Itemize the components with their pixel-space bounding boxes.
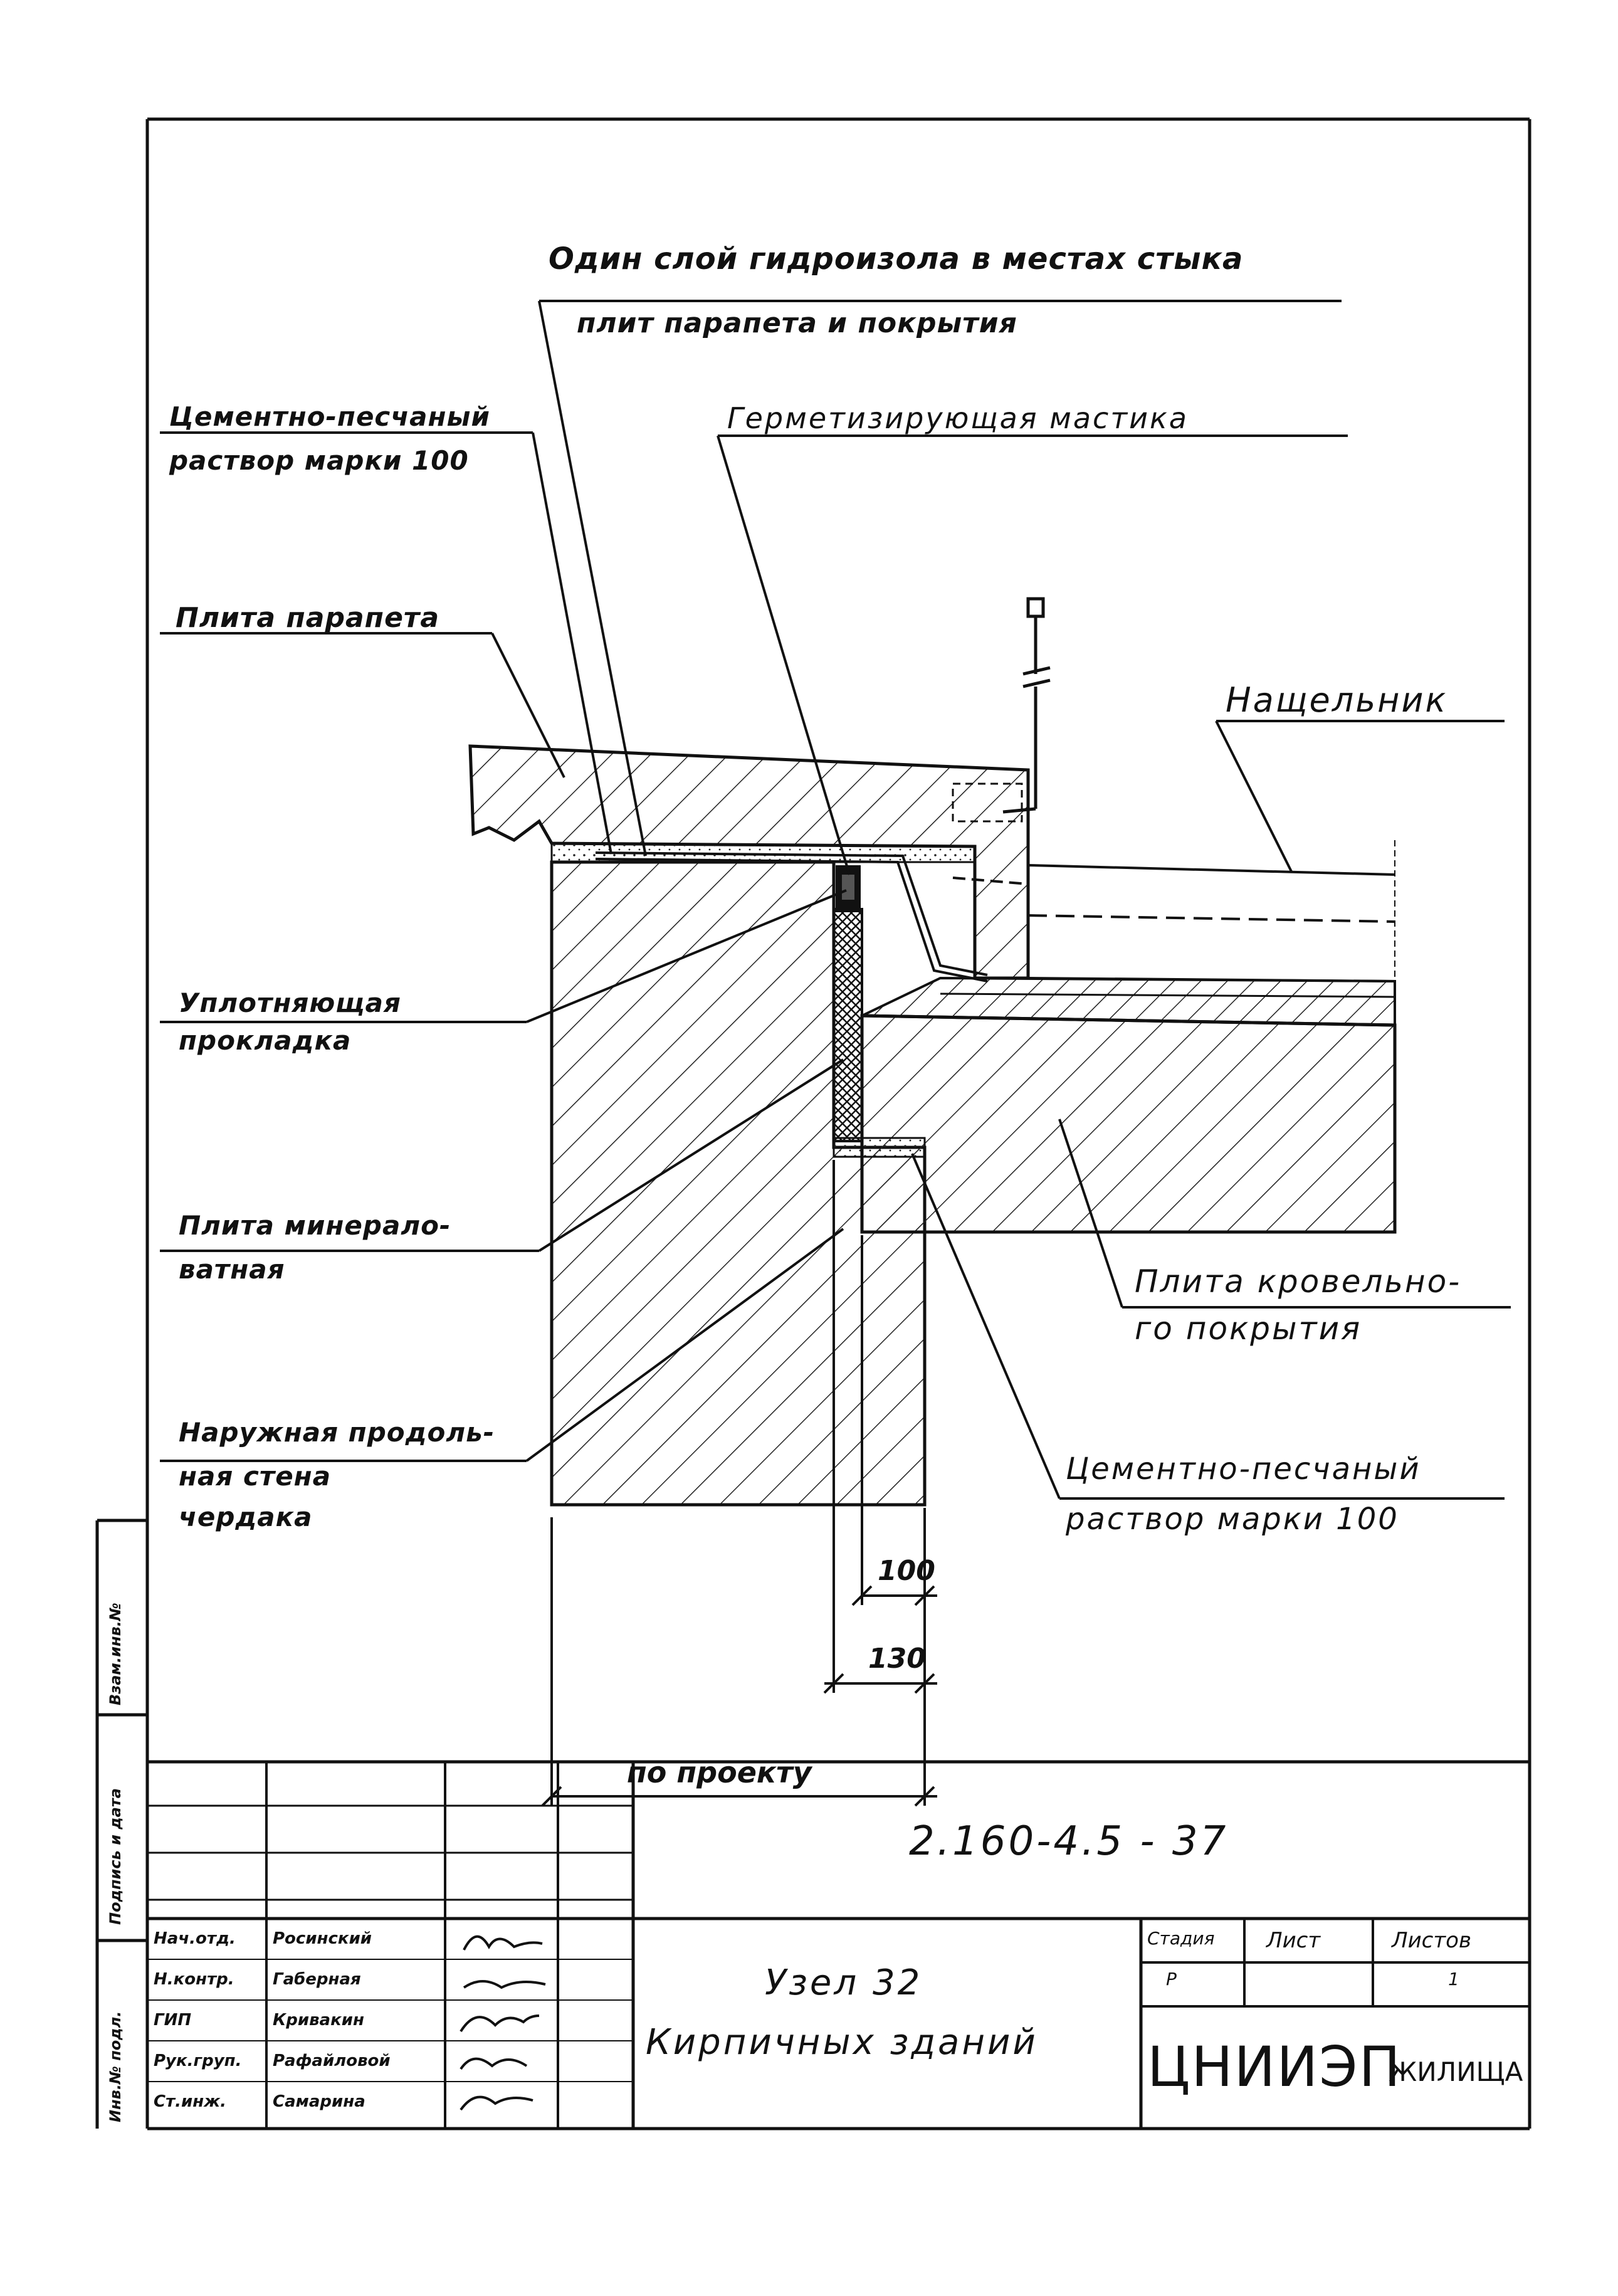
label-mineral-line2: ватная xyxy=(179,1254,285,1285)
label-wall-line3: чердака xyxy=(179,1502,313,1532)
roof-slab xyxy=(860,976,1397,1234)
label-mastic: Герметизирующая мастика xyxy=(727,401,1189,435)
dimension-100: 100 xyxy=(878,1555,935,1587)
flashing-strip xyxy=(952,840,1395,1229)
org-logo-sub: ЖИЛИЩА xyxy=(1389,2056,1523,2087)
label-mortar-bot-line2: раствор марки 100 xyxy=(1066,1502,1399,1537)
signatures xyxy=(460,1935,546,2111)
side-stamp-inv-no: Инв.№ подл. xyxy=(107,2011,124,2122)
label-wall-line1: Наружная продоль- xyxy=(179,1417,495,1448)
label-hydro-line1: Один слой гидроизола в местах стыка xyxy=(549,241,1244,276)
title-block-grid xyxy=(147,1760,1530,2129)
org-logo-main: ЦНИИЭП xyxy=(1147,2035,1402,2099)
label-mortar-top-line1: Цементно-песчаный xyxy=(169,401,490,432)
mortar-bed-bottom xyxy=(833,1137,926,1158)
label-roof-slab-line1: Плита кровельно- xyxy=(1135,1263,1462,1300)
staff-name-5: Самарина xyxy=(273,2092,365,2111)
sheet-header: Лист xyxy=(1266,1928,1321,1953)
label-parapet-slab: Плита парапета xyxy=(176,602,440,634)
waterproofing-layer xyxy=(595,851,988,982)
staff-role-1: Нач.отд. xyxy=(154,1929,236,1948)
label-flashing: Нащельник xyxy=(1226,680,1448,720)
stage-header: Стадия xyxy=(1147,1928,1215,1949)
label-hydro-line2: плит парапета и покрытия xyxy=(577,307,1017,339)
anchor-bolt xyxy=(1002,597,1051,814)
mineral-wool-strip xyxy=(833,908,863,1142)
staff-name-4: Рафайловой xyxy=(273,2051,391,2070)
sheets-value: 1 xyxy=(1448,1969,1459,1989)
staff-name-2: Габерная xyxy=(273,1970,361,1989)
sheet-frame xyxy=(95,117,1531,2130)
leader-lines xyxy=(160,300,1511,1500)
label-seal-line1: Уплотняющая xyxy=(179,987,401,1018)
sheets-header: Листов xyxy=(1392,1928,1472,1953)
dimension-130: 130 xyxy=(868,1643,926,1675)
side-stamp-replace-inv: Взам.инв.№ xyxy=(107,1603,124,1705)
label-mortar-bot-line1: Цементно-песчаный xyxy=(1066,1451,1421,1487)
label-roof-slab-line2: го покрытия xyxy=(1135,1310,1362,1347)
dimension-by-project: по проекту xyxy=(627,1756,812,1789)
staff-role-2: Н.контр. xyxy=(154,1970,234,1989)
staff-name-3: Кривакин xyxy=(273,2011,364,2030)
dimension-lines xyxy=(541,1160,937,1807)
staff-name-1: Росинский xyxy=(273,1929,372,1948)
title-line1: Узел 32 xyxy=(765,1962,923,2003)
label-seal-line2: прокладка xyxy=(179,1025,352,1056)
stage-value: Р xyxy=(1166,1969,1177,1989)
parapet-slab xyxy=(468,744,1030,980)
side-stamp-sign-date: Подпись и дата xyxy=(107,1788,124,1925)
label-mortar-top-line2: раствор марки 100 xyxy=(169,445,469,476)
drawing-code: 2.160-4.5 - 37 xyxy=(909,1818,1229,1865)
staff-role-5: Ст.инж. xyxy=(154,2092,226,2111)
label-mineral-line1: Плита минерало- xyxy=(179,1210,451,1241)
staff-role-3: ГИП xyxy=(154,2011,192,2030)
staff-role-4: Рук.груп. xyxy=(154,2051,242,2070)
label-wall-line2: ная стена xyxy=(179,1461,332,1492)
title-line2: Кирпичных зданий xyxy=(646,2022,1038,2063)
